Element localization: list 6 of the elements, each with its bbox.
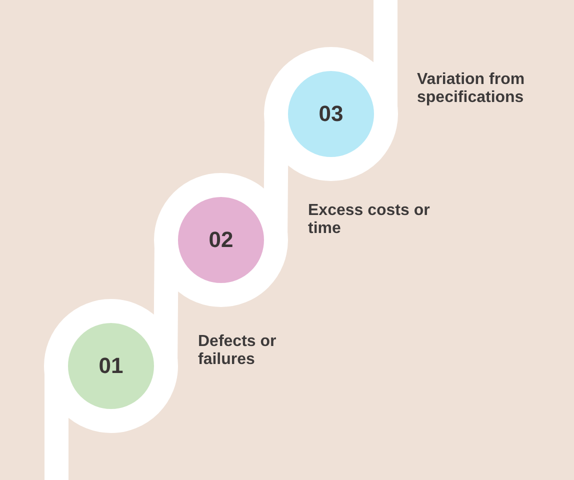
step-number: 01 (98, 355, 124, 377)
step-number: 02 (208, 229, 234, 251)
step-description: Defects or failures (198, 333, 278, 369)
step-description: Variation from specifications (417, 71, 526, 107)
step-number: 03 (318, 103, 344, 125)
step-description: Excess costs or time (308, 202, 431, 238)
